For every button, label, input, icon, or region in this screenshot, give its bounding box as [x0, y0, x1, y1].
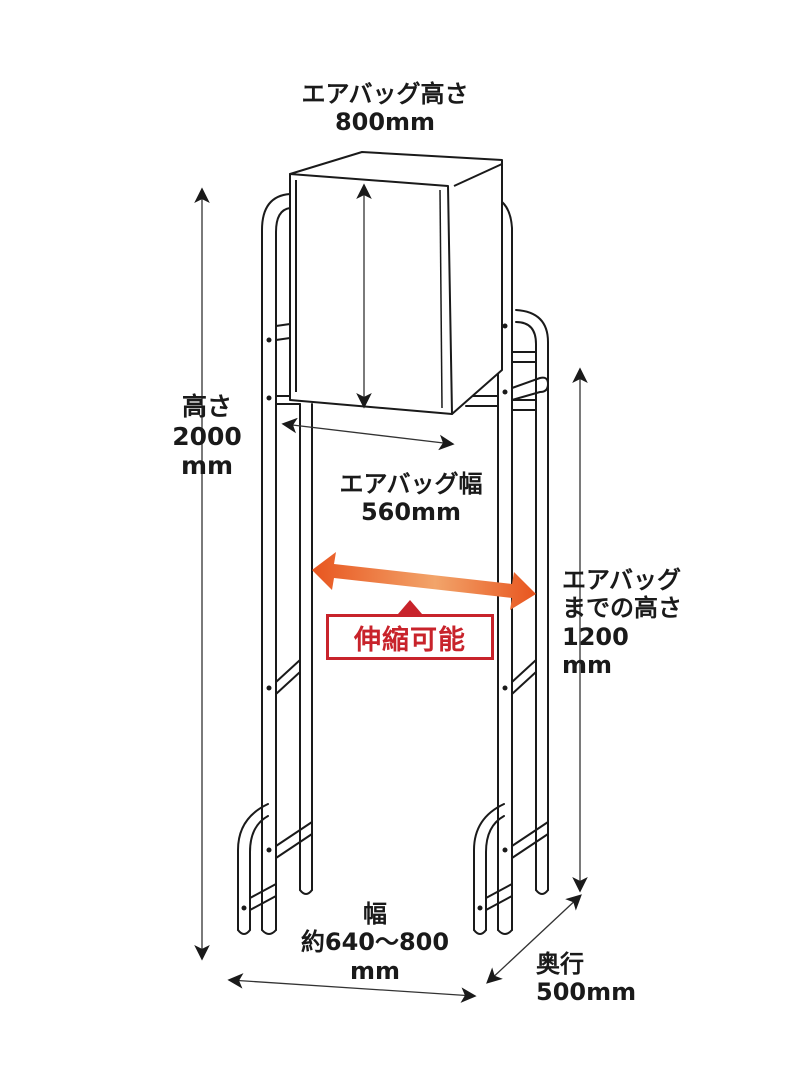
adjustable-width-arrow [312, 552, 536, 610]
width-unit: mm [349, 956, 400, 985]
width-value: 約640～800 [300, 928, 450, 957]
height-to-airbag-title-1: エアバッグ [562, 566, 682, 594]
dimension-arrows [194, 183, 588, 1003]
height-to-airbag-unit: mm [562, 650, 613, 679]
total-height-label: 高さ 2000 mm [152, 392, 262, 481]
adjustable-badge: 伸縮可能 [326, 614, 494, 660]
height-to-airbag-value: 1200 [562, 622, 629, 651]
airbag-width-title: エアバッグ幅 [339, 470, 483, 498]
airbag-box [289, 151, 503, 415]
total-height-value: 2000 [172, 421, 242, 451]
airbag-width-arrow [281, 417, 455, 451]
screw-dots [241, 323, 508, 911]
height-to-airbag-label: エアバッグ までの高さ 1200 mm [562, 566, 722, 679]
badge-pointer [398, 600, 422, 614]
total-height-title: 高さ [181, 392, 232, 421]
width-label: 幅 約640～800 mm [270, 900, 480, 985]
width-title: 幅 [363, 900, 387, 928]
depth-arrow [486, 894, 582, 984]
right-rear-pole [515, 321, 537, 891]
height-to-airbag-title-2: までの高さ [562, 594, 682, 623]
total-height-unit: mm [180, 451, 234, 480]
airbag-height-value: 800mm [334, 108, 436, 137]
left-front-pole [261, 193, 291, 931]
airbag-width-value: 560mm [360, 498, 462, 527]
depth-title: 奥行 [536, 950, 584, 978]
depth-label: 奥行 500mm [536, 950, 676, 1007]
airbag-height-label: エアバッグ高さ 800mm [270, 80, 500, 137]
width-arrow [227, 973, 477, 1003]
depth-value: 500mm [536, 978, 637, 1007]
airbag-width-label: エアバッグ幅 560mm [316, 470, 506, 527]
airbag-height-title: エアバッグ高さ [301, 80, 469, 108]
adjustable-text: 伸縮可能 [354, 624, 466, 656]
